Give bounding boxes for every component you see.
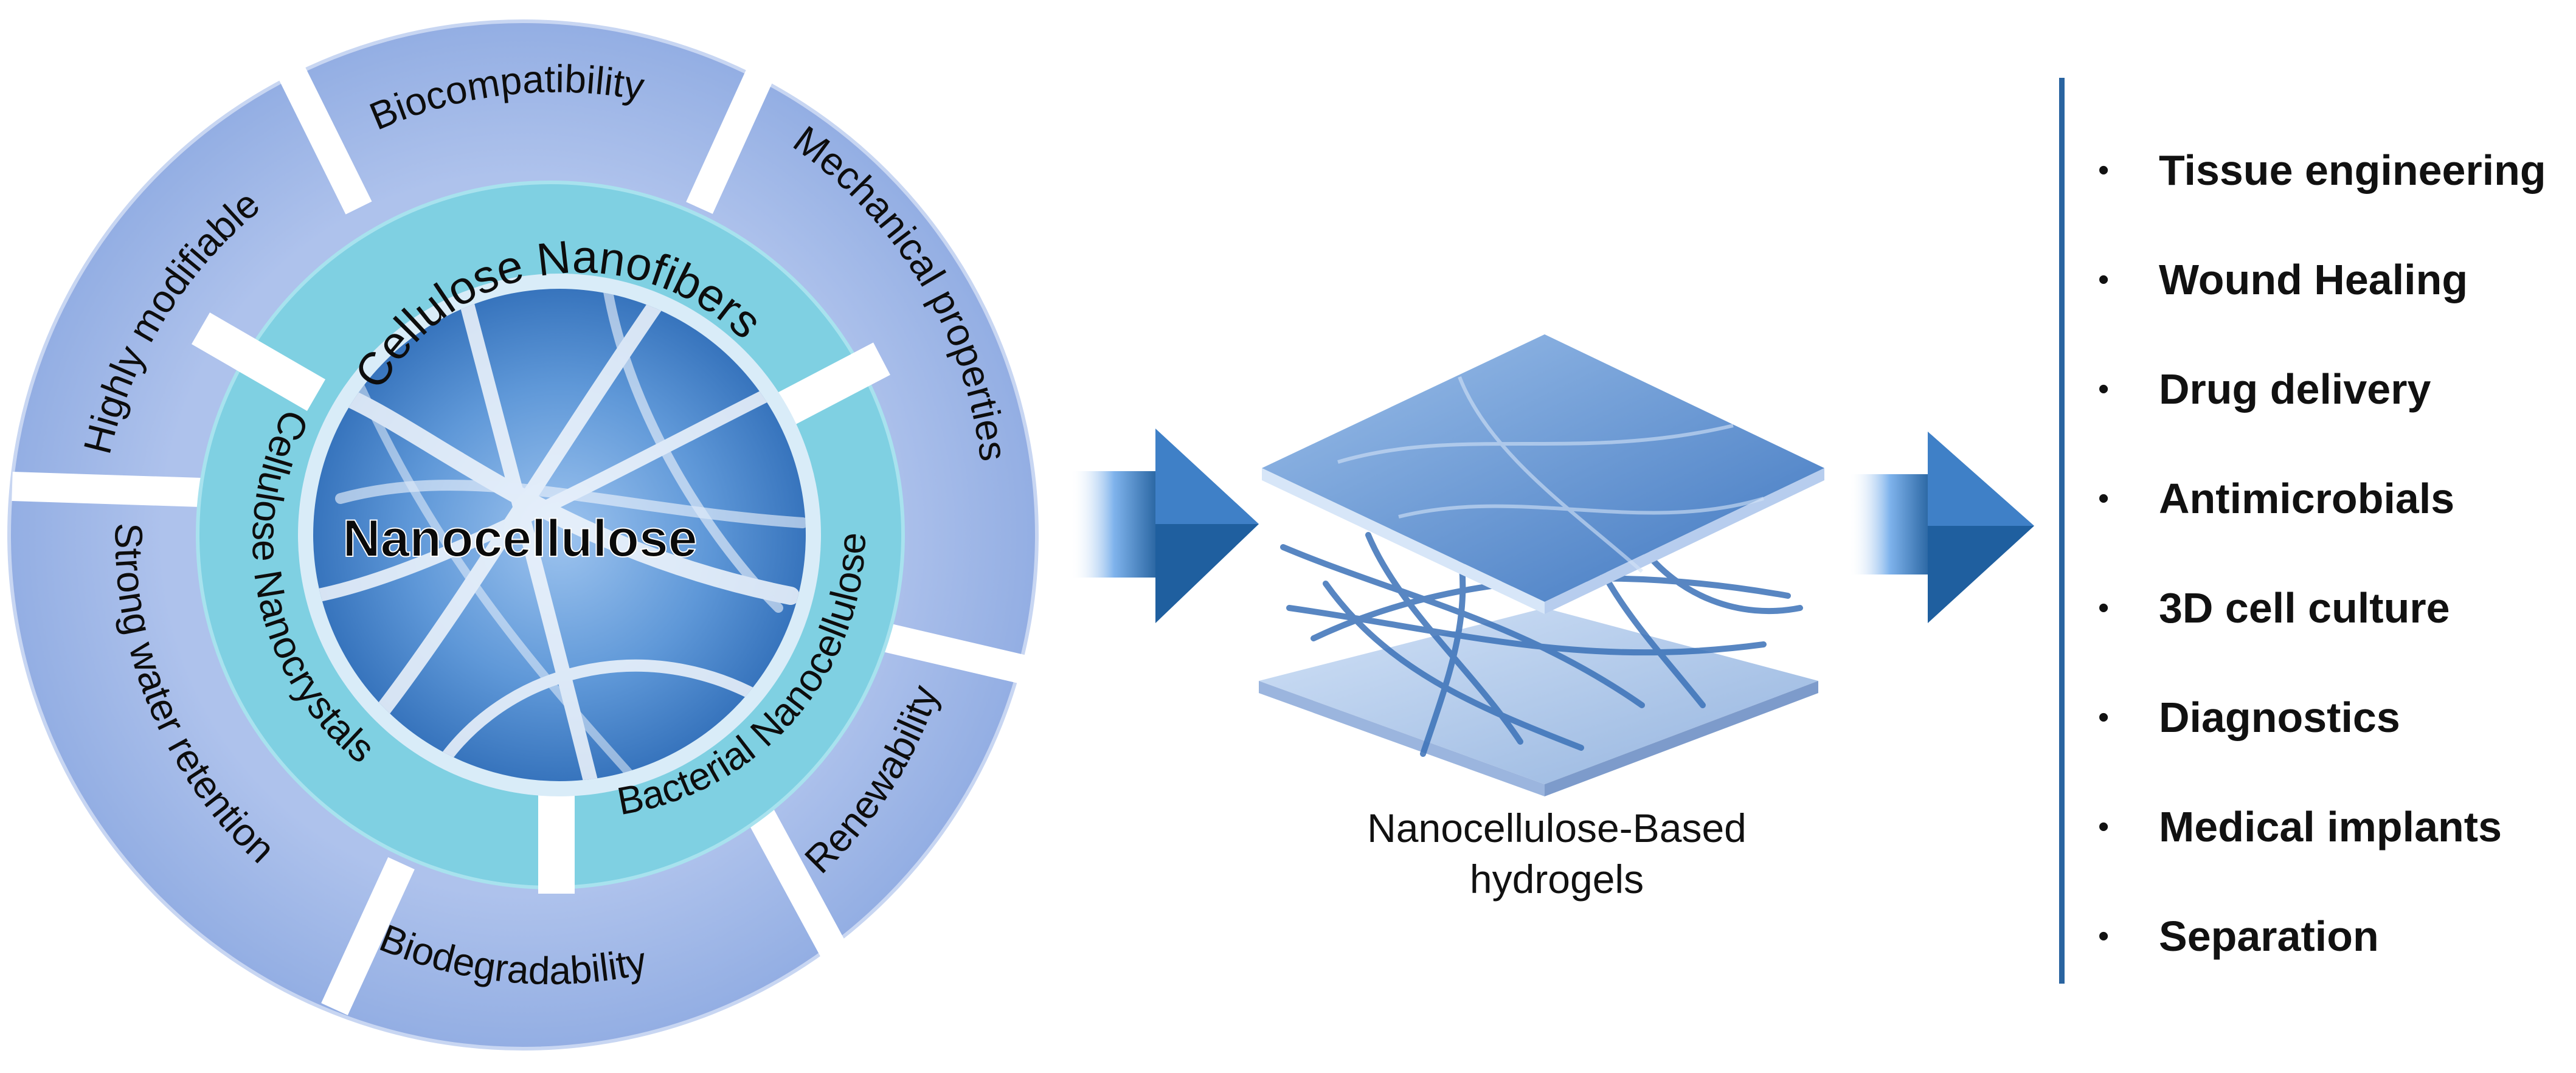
hydrogel-caption-line2: hydrogels — [1469, 857, 1644, 902]
core-circle — [313, 289, 806, 781]
core-fibers — [313, 289, 806, 781]
hydrogel-caption: Nanocellulose-Based hydrogels — [1253, 802, 1861, 905]
bullet-icon: • — [2098, 153, 2110, 188]
application-label: Separation — [2159, 913, 2379, 960]
hydrogel-caption-line1: Nanocellulose-Based — [1367, 806, 1747, 850]
bullet-icon: • — [2098, 919, 2110, 954]
application-label: 3D cell culture — [2159, 584, 2450, 632]
application-label: Diagnostics — [2159, 694, 2400, 741]
application-label: Drug delivery — [2159, 365, 2431, 413]
list-item: • Antimicrobials — [2092, 444, 2546, 553]
bullet-icon: • — [2098, 590, 2110, 626]
applications-list: • Tissue engineering • Wound Healing • Drug… — [2092, 116, 2546, 991]
list-item: • Wound Healing — [2092, 225, 2546, 334]
list-item: • Separation — [2092, 882, 2546, 991]
application-label: Wound Healing — [2159, 256, 2468, 303]
arrow-right-icon — [1849, 432, 2034, 623]
bullet-icon: • — [2098, 371, 2110, 407]
application-label: Tissue engineering — [2159, 147, 2546, 194]
bullet-icon: • — [2098, 481, 2110, 516]
vertical-divider — [2059, 78, 2065, 984]
core-label: Nanocellulose — [342, 509, 697, 568]
list-item: • Medical implants — [2092, 772, 2546, 882]
list-item: • Tissue engineering — [2092, 116, 2546, 225]
list-item: • Diagnostics — [2092, 663, 2546, 772]
list-item: • Drug delivery — [2092, 334, 2546, 444]
hydrogel-illustration — [1259, 334, 1824, 796]
outer-ring-separators — [12, 54, 1050, 1015]
application-label: Antimicrobials — [2159, 475, 2455, 522]
list-item: • 3D cell culture — [2092, 553, 2546, 663]
arrow-right-icon — [1070, 429, 1259, 623]
application-label: Medical implants — [2159, 803, 2502, 850]
bullet-icon: • — [2098, 262, 2110, 297]
bullet-icon: • — [2098, 809, 2110, 844]
bullet-icon: • — [2098, 700, 2110, 735]
